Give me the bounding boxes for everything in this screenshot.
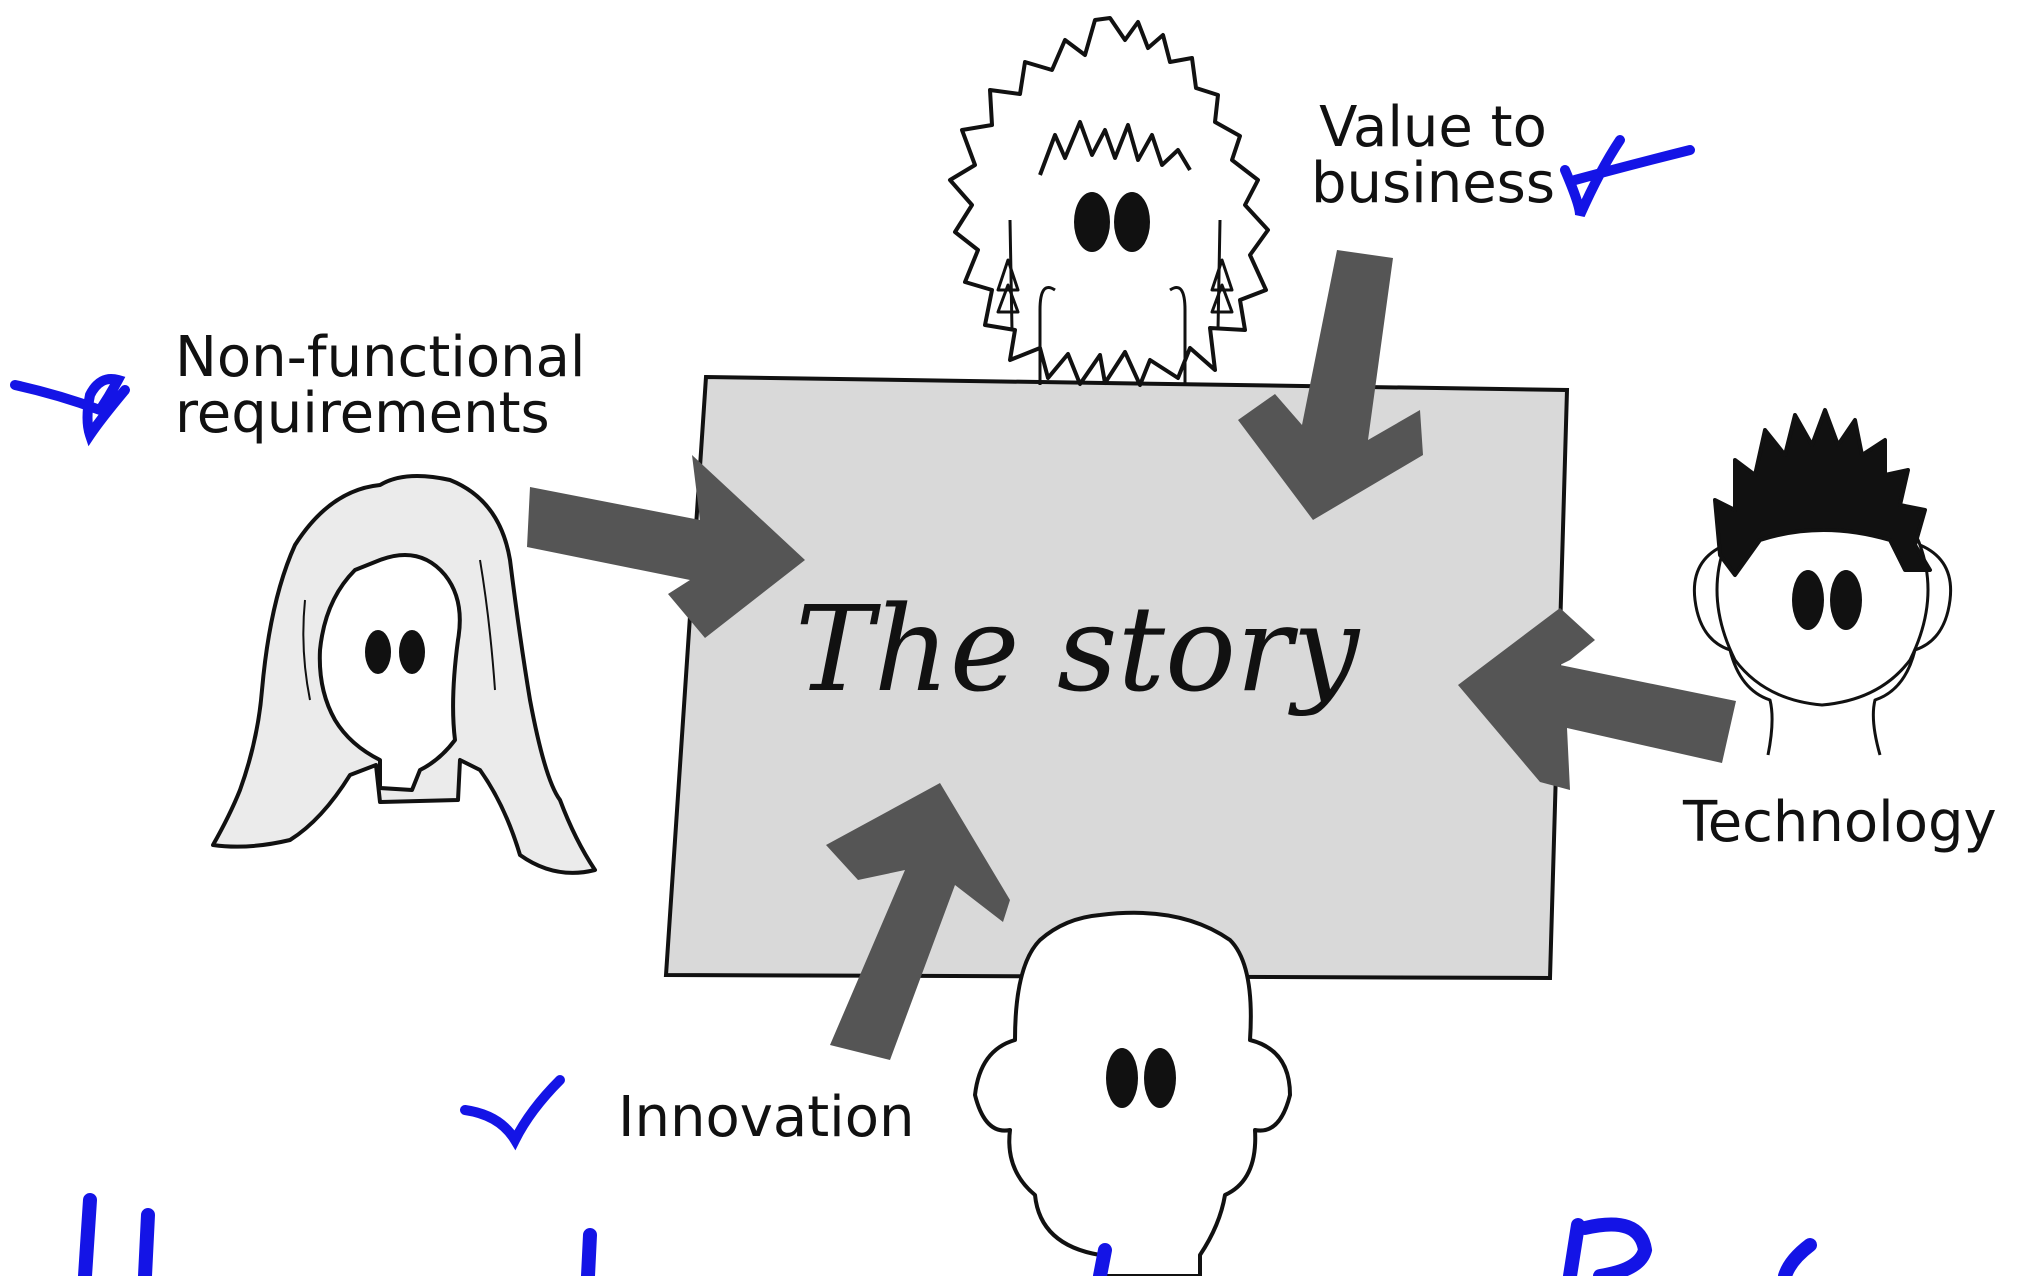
arrow-from-value-to-business <box>1238 250 1423 520</box>
story-title: The story <box>795 580 1360 718</box>
arrow-from-non-functional <box>527 455 805 638</box>
arrow-from-technology <box>1458 608 1736 790</box>
label-non-functional-requirements: Non-functional requirements <box>175 330 585 442</box>
label-non-functional-line-1: Non-functional <box>175 325 586 390</box>
spiky-hair-character-illustration <box>1692 408 1953 756</box>
label-value-to-business-line-1: Value to <box>1319 95 1547 160</box>
furry-character-illustration <box>948 16 1270 387</box>
check-value-to-business <box>1560 135 1695 218</box>
round-head-character-illustration <box>973 910 1292 1276</box>
label-value-to-business-line-2: business <box>1310 151 1556 216</box>
check-innovation <box>460 1075 565 1151</box>
label-non-functional-line-2: requirements <box>175 381 550 446</box>
check-non-functional-requirements <box>10 374 130 447</box>
label-innovation: Innovation <box>618 1085 915 1150</box>
label-value-to-business: Value to business <box>1283 100 1583 212</box>
label-technology: Technology <box>1683 790 1997 855</box>
handwriting-strokes-bottom <box>78 1193 1817 1276</box>
arrow-from-innovation <box>826 783 1010 1060</box>
long-hair-character-illustration <box>211 474 597 875</box>
